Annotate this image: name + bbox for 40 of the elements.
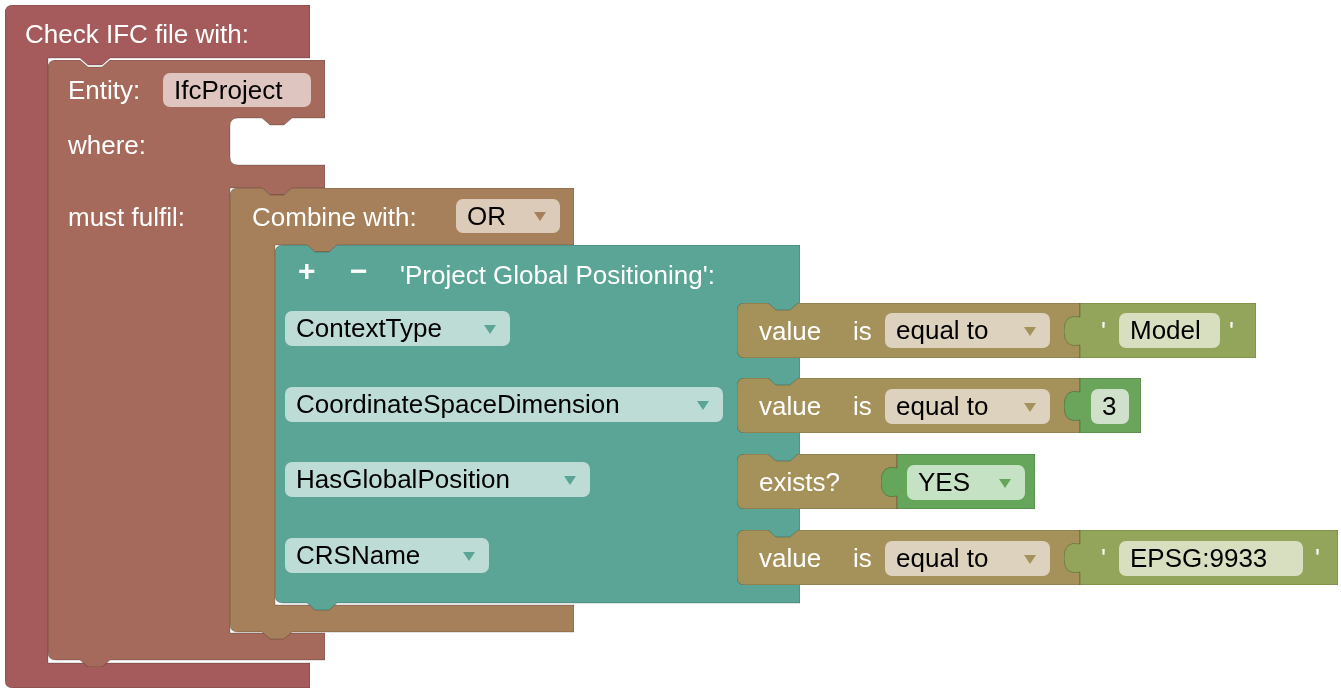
block-label: Check IFC file with: <box>25 19 249 49</box>
dropdown-menu: ContextType <box>285 311 510 346</box>
quote-mark: ' <box>1101 316 1106 346</box>
dropdown-menu: equal to <box>885 313 1050 348</box>
dropdown-menu: equal to <box>885 389 1050 424</box>
string-block <box>1064 530 1338 585</box>
value-block <box>737 530 1080 585</box>
dropdown-menu: CRSName <box>285 538 489 573</box>
dropdown-menu: equal to <box>885 541 1050 576</box>
dropdown-menu: OR <box>456 199 560 233</box>
block-label: Entity: <box>68 75 141 105</box>
text-input-field: Model <box>1119 313 1220 348</box>
block-label: is <box>853 391 872 421</box>
block-label: is <box>853 543 872 573</box>
number-input-field: 3 <box>1091 389 1129 424</box>
value-block <box>737 303 1080 358</box>
text-input-field: IfcProject <box>163 73 311 107</box>
value-block <box>737 454 897 509</box>
string-block <box>1064 303 1256 358</box>
dropdown-menu: YES <box>907 465 1025 500</box>
block-label: is <box>853 316 872 346</box>
value-block <box>737 378 1080 433</box>
text-input-field: EPSG:9933 <box>1119 541 1303 576</box>
block-label: must fulfil: <box>68 202 186 232</box>
number-block <box>1064 378 1141 433</box>
minus-sign: − <box>350 256 368 286</box>
boolean-block <box>881 454 1035 509</box>
block-label: 'Project Global Positioning': <box>400 260 715 290</box>
block-label: Combine with: <box>252 202 417 232</box>
block-label: value <box>759 543 822 573</box>
block-label: value <box>759 391 822 421</box>
block-label: where: <box>68 130 147 160</box>
quote-mark: ' <box>1229 316 1234 346</box>
quote-mark: ' <box>1101 543 1106 573</box>
dropdown-menu: HasGlobalPosition <box>285 462 590 497</box>
block-label: exists? <box>759 467 840 497</box>
dropdown-menu: CoordinateSpaceDimension <box>285 387 723 422</box>
plus-sign: + <box>298 256 316 286</box>
block-label: value <box>759 316 822 346</box>
quote-mark: ' <box>1315 543 1320 573</box>
